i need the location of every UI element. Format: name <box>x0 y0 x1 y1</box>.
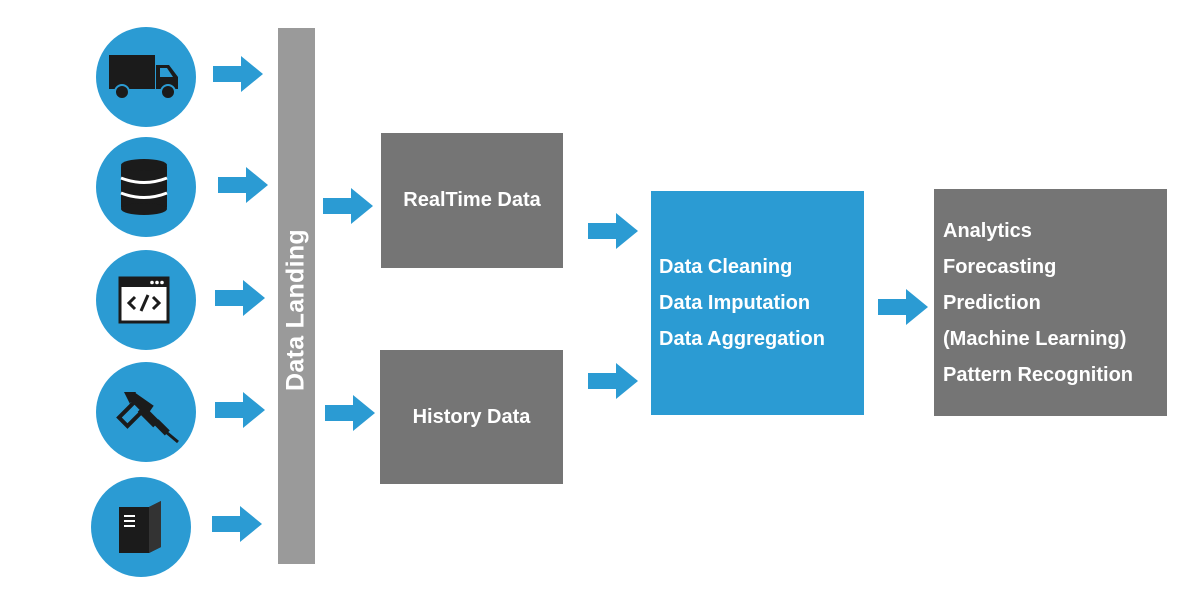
server-icon <box>119 501 161 553</box>
arrow-icon <box>215 392 265 428</box>
database-icon <box>120 159 168 215</box>
analytics-line: Pattern Recognition <box>943 363 1134 386</box>
analytics-line: (Machine Learning) <box>943 327 1127 350</box>
processing-line: Data Imputation <box>659 292 811 314</box>
history-data-label: History Data <box>412 405 531 428</box>
data-landing-label: Data Landing <box>281 229 310 391</box>
arrow-icon <box>215 280 265 316</box>
realtime-data-label: RealTime Data <box>403 189 541 211</box>
arrow-icon <box>588 213 638 249</box>
analytics-box: Analytics Forecasting Prediction (Machin… <box>934 189 1167 416</box>
source-code <box>96 250 196 350</box>
data-landing-bar <box>278 28 315 564</box>
processing-line: Data Aggregation <box>659 328 825 350</box>
source-database <box>96 137 196 237</box>
arrow-icon <box>588 363 638 399</box>
arrow-icon <box>325 395 375 431</box>
source-server <box>91 477 191 577</box>
arrow-icon <box>212 506 262 542</box>
analytics-line: Analytics <box>943 219 1032 242</box>
arrow-icon <box>878 289 928 325</box>
processing-box: Data Cleaning Data Imputation Data Aggre… <box>651 191 864 415</box>
arrow-icon <box>323 188 373 224</box>
source-tools <box>96 362 196 462</box>
history-data-box: History Data <box>380 350 563 484</box>
code-window-icon <box>118 276 170 324</box>
processing-line: Data Cleaning <box>659 256 793 278</box>
source-truck <box>96 27 196 127</box>
analytics-line: Forecasting <box>943 255 1057 278</box>
truck-icon <box>109 55 178 100</box>
tools-icon <box>116 392 179 444</box>
arrow-icon <box>218 167 268 203</box>
analytics-line: Prediction <box>943 291 1041 314</box>
realtime-data-box: RealTime Data <box>381 133 563 268</box>
arrow-icon <box>213 56 263 92</box>
